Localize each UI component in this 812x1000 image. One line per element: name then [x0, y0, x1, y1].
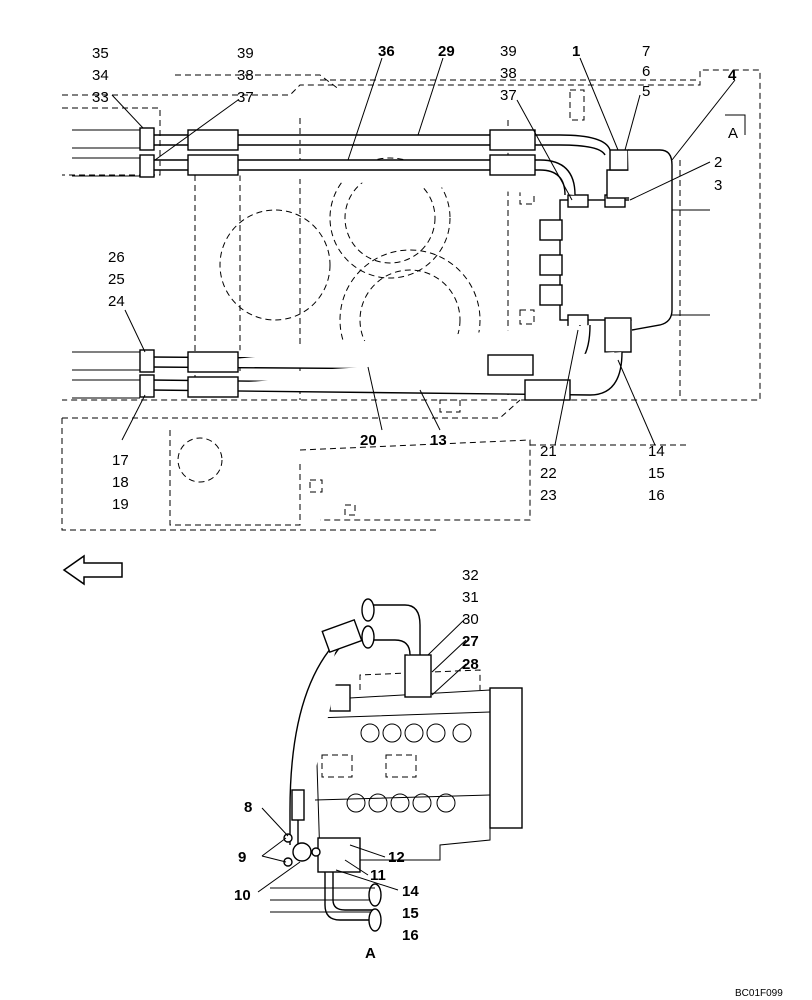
label-13: 13	[430, 432, 447, 449]
lower-hoses	[72, 324, 623, 401]
detail-caption: A	[365, 945, 376, 962]
label-24: 24	[108, 293, 125, 310]
label-12: 12	[388, 849, 405, 866]
label-39: 39	[237, 45, 254, 62]
label-35: 35	[92, 45, 109, 62]
label-15: 15	[648, 465, 665, 482]
label-25: 25	[108, 271, 125, 288]
upper-hoses	[72, 127, 611, 196]
top-view: A 35 34 33 39	[61, 43, 761, 586]
right-return-pipe	[628, 149, 710, 331]
view-a-marker: A	[725, 114, 746, 142]
label-38b: 38	[500, 65, 517, 82]
label-1: 1	[572, 43, 580, 60]
label-16-detail: 16	[402, 927, 419, 944]
detail-valve-body	[314, 654, 523, 873]
label-29: 29	[438, 43, 455, 60]
label-31: 31	[462, 589, 479, 606]
label-6: 6	[642, 63, 650, 80]
label-19: 19	[112, 496, 129, 513]
label-14: 14	[648, 443, 665, 460]
label-38: 38	[237, 67, 254, 84]
label-36: 36	[378, 43, 395, 60]
label-16: 16	[648, 487, 665, 504]
label-39b: 39	[500, 43, 517, 60]
label-9: 9	[238, 849, 246, 866]
detail-leader-lines	[257, 617, 467, 893]
label-22: 22	[540, 465, 557, 482]
label-34: 34	[92, 67, 109, 84]
detail-labels: 32 31 30 27 28 8 9 10 12 11 14 15 16 A	[234, 567, 479, 962]
label-3: 3	[714, 177, 722, 194]
label-2: 2	[714, 154, 722, 171]
label-17: 17	[112, 452, 129, 469]
detail-hoses	[270, 598, 421, 932]
label-18: 18	[112, 474, 129, 491]
label-7: 7	[642, 43, 650, 60]
label-32: 32	[462, 567, 479, 584]
label-10: 10	[234, 887, 251, 904]
detail-view-a: 32 31 30 27 28 8 9 10 12 11 14 15 16 A	[234, 567, 523, 962]
forward-arrow-icon	[62, 554, 123, 586]
label-33: 33	[92, 89, 109, 106]
view-marker-label: A	[728, 125, 738, 142]
label-21: 21	[540, 443, 557, 460]
drawing-code: BC01F099	[735, 988, 783, 999]
label-30: 30	[462, 611, 479, 628]
label-14-detail: 14	[402, 883, 419, 900]
label-28: 28	[462, 656, 479, 673]
top-leader-lines	[111, 57, 736, 446]
label-15-detail: 15	[402, 905, 419, 922]
label-23: 23	[540, 487, 557, 504]
label-37b: 37	[500, 87, 517, 104]
label-11: 11	[370, 867, 386, 884]
label-5: 5	[642, 83, 650, 100]
label-8: 8	[244, 799, 252, 816]
label-26: 26	[108, 249, 125, 266]
label-37: 37	[237, 89, 254, 106]
top-labels: 35 34 33 39 38 37 36 29 39 38 37 1 7 6 5…	[92, 43, 737, 513]
machine-frame-outline	[61, 69, 761, 531]
label-27: 27	[462, 633, 479, 650]
label-4: 4	[728, 67, 737, 84]
label-20: 20	[360, 432, 377, 449]
